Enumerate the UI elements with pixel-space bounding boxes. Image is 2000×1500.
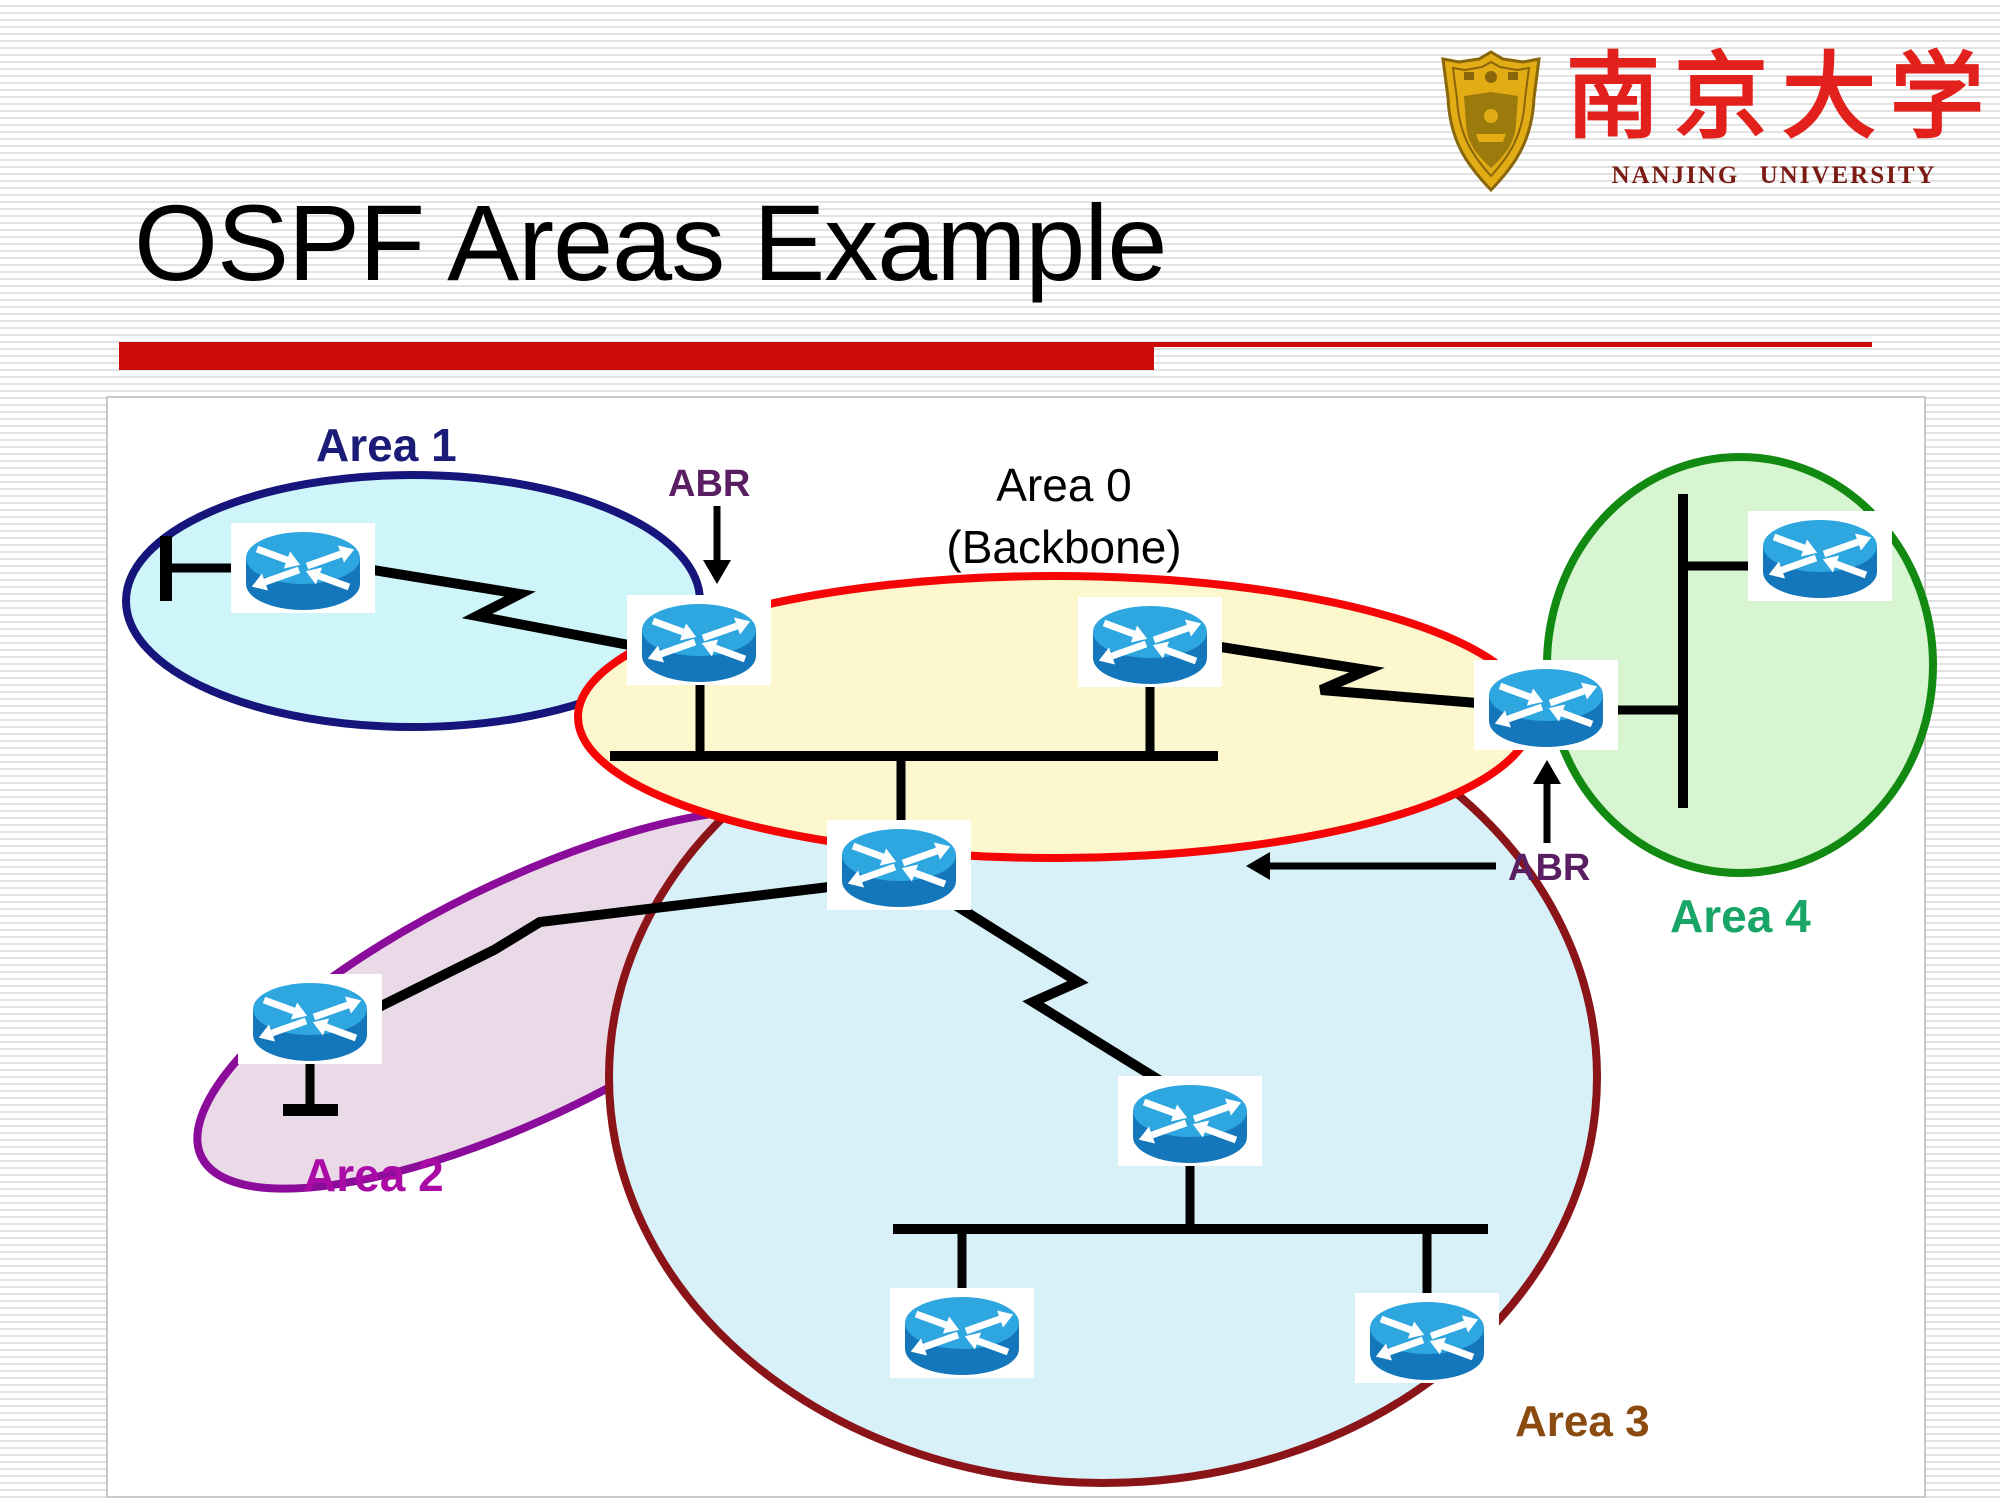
- university-logo: 南京大学 NANJING UNIVERSITY: [1436, 46, 1996, 206]
- area-3-label: Area 3: [1515, 1397, 1650, 1446]
- area-4-label: Area 4: [1670, 890, 1811, 942]
- area-0-label2: (Backbone): [946, 521, 1181, 573]
- router-abr-area4: [1474, 660, 1618, 750]
- area-2-label: Area 2: [303, 1149, 444, 1201]
- serial-link-area1-abr: [372, 565, 635, 651]
- title-underline-thin-line: [1154, 342, 1872, 347]
- abr-right-label: ABR: [1508, 847, 1590, 889]
- university-name-chinese: 南京大学: [1566, 43, 1999, 152]
- area-1-label: Area 1: [316, 419, 457, 471]
- serial-link-backbone-abr4: [1220, 642, 1478, 708]
- router-backbone: [1078, 597, 1222, 687]
- area-0-label: Area 0: [996, 459, 1132, 511]
- router-area4: [1748, 511, 1892, 601]
- abr-right-left-arrow: [1246, 852, 1496, 880]
- university-shield-icon: [1441, 50, 1541, 192]
- serial-link-central-area3: [941, 893, 1162, 1085]
- router-area3-left: [890, 1288, 1034, 1378]
- university-name-english: NANJING UNIVERSITY: [1611, 162, 1937, 189]
- router-abr-area1: [627, 595, 771, 685]
- abr-top-label: ABR: [668, 463, 750, 505]
- abr-top-arrow: [703, 506, 731, 584]
- router-area3-top: [1118, 1076, 1262, 1166]
- serial-link-central-area2: [366, 882, 830, 1017]
- router-area2: [238, 974, 382, 1064]
- router-area3-right: [1355, 1293, 1499, 1383]
- slide-title: OSPF Areas Example: [134, 182, 1167, 303]
- title-underline-bar: [119, 342, 1154, 370]
- router-abr-central: [827, 820, 971, 910]
- router-area1: [231, 523, 375, 613]
- abr-right-up-arrow: [1533, 760, 1561, 843]
